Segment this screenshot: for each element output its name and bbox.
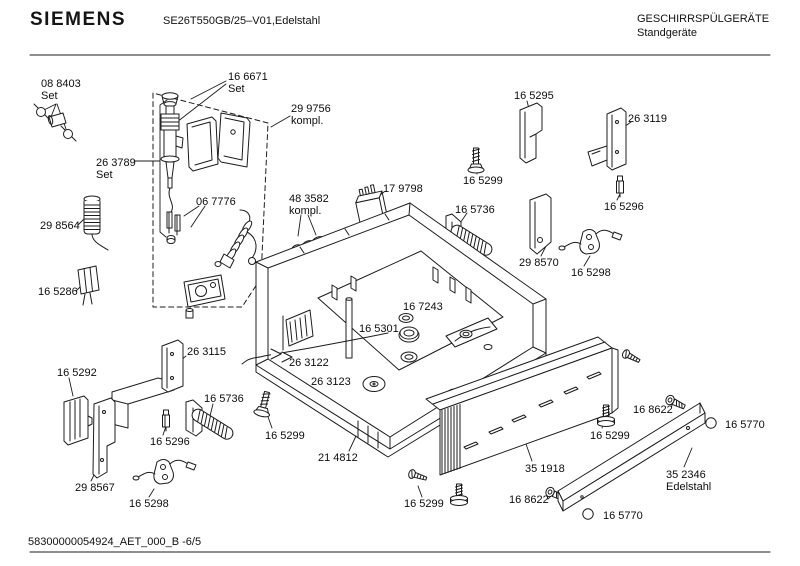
frame-rules	[29, 54, 771, 553]
clip-16-5296-right-drawing	[616, 175, 624, 198]
model-number: SE26T550GB/25–V01,Edelstahl	[163, 15, 321, 27]
latch-16-5298-left-drawing	[132, 459, 197, 485]
worm-16-5736-left-drawing	[185, 399, 236, 442]
bracket-26-3115-drawing	[111, 339, 184, 429]
bracket-16-5295-drawing	[519, 102, 543, 164]
torx-16-8622-right-drawing	[663, 393, 687, 412]
header-category-block: GESCHIRRSPÜLGERÄTE Standgeräte	[637, 12, 769, 40]
mount-plate-drawing	[183, 274, 226, 319]
bracket-29-8570-drawing	[529, 193, 552, 255]
screw-16-5299-mid-drawing	[252, 389, 276, 419]
clip-16-5296-left-drawing	[162, 409, 170, 432]
aquastop-kit-boundary	[152, 92, 269, 308]
screw-panhead-bottom-drawing	[407, 468, 429, 484]
screw-16-5299-top-drawing	[467, 147, 485, 174]
plug-16-5770-right-drawing	[705, 417, 717, 429]
bracket-26-3119-drawing	[587, 107, 627, 171]
category-subtitle: Standgeräte	[637, 27, 697, 39]
aquastop-valve-drawing	[160, 92, 184, 213]
screw-panhead-right-drawing	[620, 348, 642, 366]
panel-16-5292-drawing	[63, 395, 93, 446]
brand-logo: SIEMENS	[30, 9, 127, 30]
ribbed-hose-29-8564-drawing	[83, 195, 109, 251]
plug-16-5770-bottom-drawing	[582, 508, 594, 520]
clip-16-5286-drawing	[77, 265, 100, 306]
foot-16-5299-bottom-drawing	[450, 483, 468, 506]
cable-06-7776-drawing	[166, 211, 181, 244]
base-panel-35-1918-drawing	[425, 336, 619, 476]
coil-hose-drawing	[214, 209, 257, 269]
valve-housing-drawing	[186, 112, 251, 172]
latch-16-5298-right-drawing	[558, 229, 623, 255]
bracket-29-8567-drawing	[92, 397, 116, 479]
category-title: GESCHIRRSPÜLGERÄTE	[637, 13, 770, 25]
document-id: 58300000054924_AET_000_B -6/5	[28, 536, 202, 548]
hose-clamps-08-8403-drawing	[33, 103, 77, 142]
plinth-strip-35-2346-drawing	[557, 402, 706, 512]
